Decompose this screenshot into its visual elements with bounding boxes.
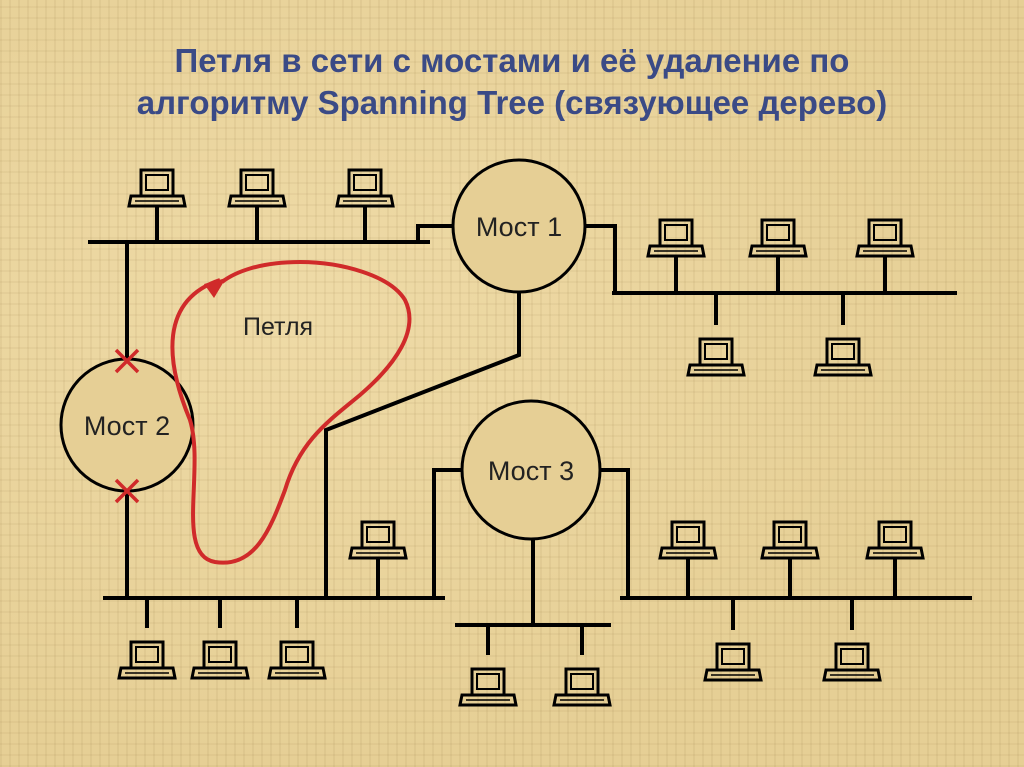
computer-icon — [813, 337, 873, 377]
link-bridge1-segment-c — [324, 290, 521, 598]
loop-arrow-icon — [204, 278, 226, 298]
computer-icon — [658, 520, 718, 560]
computer-icon — [646, 218, 706, 258]
blocked-port-x-icon — [114, 348, 140, 374]
bridge-1-label: Мост 1 — [476, 212, 562, 242]
computer-icon — [865, 520, 925, 560]
computer-icon — [458, 667, 518, 707]
computer-icon — [127, 168, 187, 208]
segment-a — [88, 168, 454, 244]
link-bridge3-segment-e — [600, 468, 630, 598]
loop-label: Петля — [243, 313, 313, 341]
computer-icon — [855, 218, 915, 258]
link-bridge1-segment-a — [416, 224, 454, 242]
title-line-2: алгоритму Spanning Tree (связующее дерев… — [136, 84, 888, 121]
computer-icon — [348, 520, 408, 560]
title-line-1: Петля в сети с мостами и её удаление по — [174, 42, 850, 79]
bridge-3-label: Мост 3 — [488, 456, 574, 486]
computer-icon — [822, 642, 882, 682]
computer-icon — [748, 218, 808, 258]
bridge-2: Мост 2 — [59, 357, 195, 493]
segment-d — [455, 535, 612, 707]
computer-icon — [267, 640, 327, 680]
computer-icon — [686, 337, 746, 377]
blocked-port-x-icon — [114, 478, 140, 504]
bridge-1: Мост 1 — [451, 158, 587, 294]
computer-icon — [760, 520, 820, 560]
computer-icon — [335, 168, 395, 208]
segment-c — [103, 468, 462, 680]
computer-icon — [190, 640, 250, 680]
computer-icon — [227, 168, 287, 208]
computer-icon — [117, 640, 177, 680]
link-bridge1-segment-b — [584, 224, 617, 293]
loop-path — [170, 259, 412, 565]
segment-b — [584, 218, 957, 377]
computer-icon — [552, 667, 612, 707]
bridge-2-label: Мост 2 — [84, 411, 170, 441]
slide-title: Петля в сети с мостами и её удаление по … — [0, 40, 1024, 124]
segment-e — [600, 468, 972, 682]
bridge-3: Мост 3 — [460, 399, 602, 541]
link-bridge3-segment-c — [432, 468, 462, 598]
computer-icon — [703, 642, 763, 682]
